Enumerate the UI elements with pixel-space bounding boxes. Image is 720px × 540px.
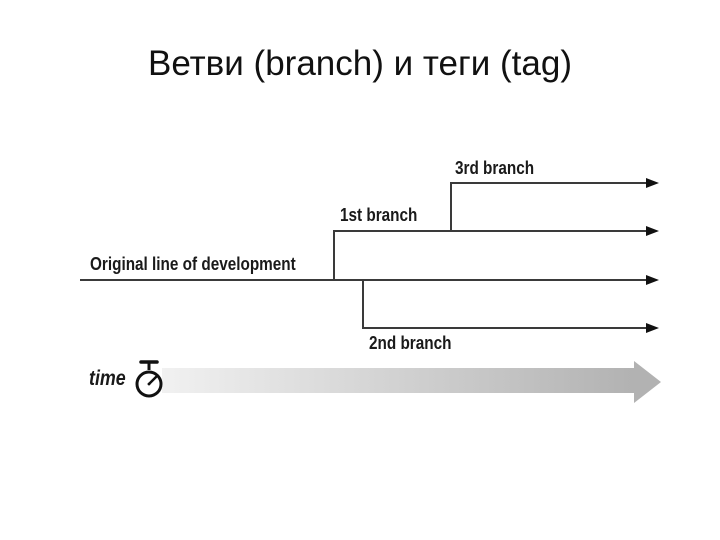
first-branch-connector: [333, 230, 335, 281]
first-branch-line: [333, 230, 648, 232]
third-branch-arrowhead-icon: [646, 178, 659, 188]
third-branch-connector: [450, 182, 452, 232]
time-arrowhead-icon: [634, 361, 661, 403]
original-line: [80, 279, 646, 281]
first-branch-label: 1st branch: [340, 205, 418, 225]
second-branch-connector: [362, 281, 364, 329]
original-line-arrowhead-icon: [646, 275, 659, 285]
first-branch-arrowhead-icon: [646, 226, 659, 236]
time-arrow-band: [162, 368, 634, 393]
original-line-label: Original line of development: [90, 254, 296, 274]
second-branch-line: [362, 327, 646, 329]
stopwatch-icon: [135, 360, 163, 398]
third-branch-line: [450, 182, 648, 184]
time-label: time: [89, 367, 126, 390]
third-branch-label: 3rd branch: [455, 158, 535, 178]
second-branch-label: 2nd branch: [369, 333, 452, 353]
slide-title: Ветви (branch) и теги (tag): [148, 44, 572, 83]
second-branch-arrowhead-icon: [646, 323, 659, 333]
